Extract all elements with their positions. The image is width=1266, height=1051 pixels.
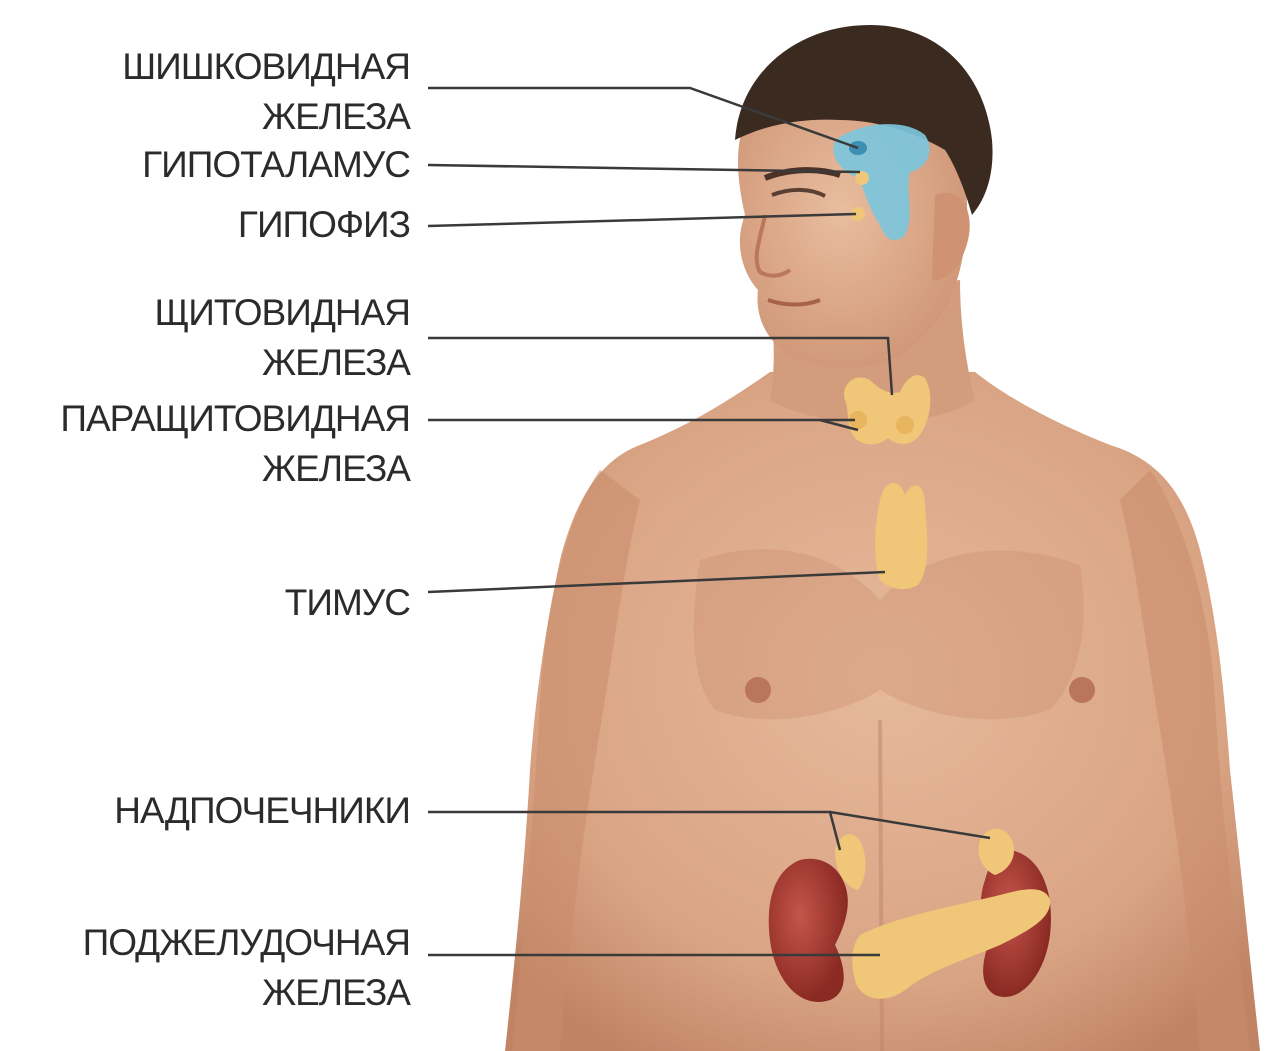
- label-hypothalamus: ГИПОТАЛАМУС: [142, 140, 410, 190]
- parathyroid-gland-2: [896, 416, 914, 434]
- abdomen-line: [880, 720, 882, 1051]
- label-hypothalamus-line1: ГИПОТАЛАМУС: [142, 140, 410, 190]
- label-adrenals-line1: НАДПОЧЕЧНИКИ: [114, 786, 410, 836]
- label-parathyroid: ПАРАЩИТОВИДНАЯ ЖЕЛЕЗА: [60, 394, 410, 494]
- label-parathyroid-line1: ПАРАЩИТОВИДНАЯ: [60, 394, 410, 444]
- label-adrenals: НАДПОЧЕЧНИКИ: [114, 786, 410, 836]
- label-thyroid-line2: ЖЕЛЕЗА: [155, 338, 410, 388]
- label-pineal-line1: ШИШКОВИДНАЯ: [122, 42, 410, 92]
- label-thymus: ТИМУС: [285, 578, 410, 628]
- label-parathyroid-line2: ЖЕЛЕЗА: [60, 444, 410, 494]
- label-pineal-line2: ЖЕЛЕЗА: [122, 92, 410, 142]
- nipple-right: [1069, 677, 1095, 703]
- label-pancreas: ПОДЖЕЛУДОЧНАЯ ЖЕЛЕЗА: [83, 918, 410, 1018]
- label-thyroid: ЩИТОВИДНАЯ ЖЕЛЕЗА: [155, 288, 410, 388]
- label-pancreas-line1: ПОДЖЕЛУДОЧНАЯ: [83, 918, 410, 968]
- ear: [932, 193, 970, 280]
- label-thymus-line1: ТИМУС: [285, 578, 410, 628]
- label-thyroid-line1: ЩИТОВИДНАЯ: [155, 288, 410, 338]
- nipple-left: [745, 677, 771, 703]
- label-pineal: ШИШКОВИДНАЯ ЖЕЛЕЗА: [122, 42, 410, 142]
- label-pituitary-line1: ГИПОФИЗ: [238, 200, 410, 250]
- label-pancreas-line2: ЖЕЛЕЗА: [83, 968, 410, 1018]
- label-pituitary: ГИПОФИЗ: [238, 200, 410, 250]
